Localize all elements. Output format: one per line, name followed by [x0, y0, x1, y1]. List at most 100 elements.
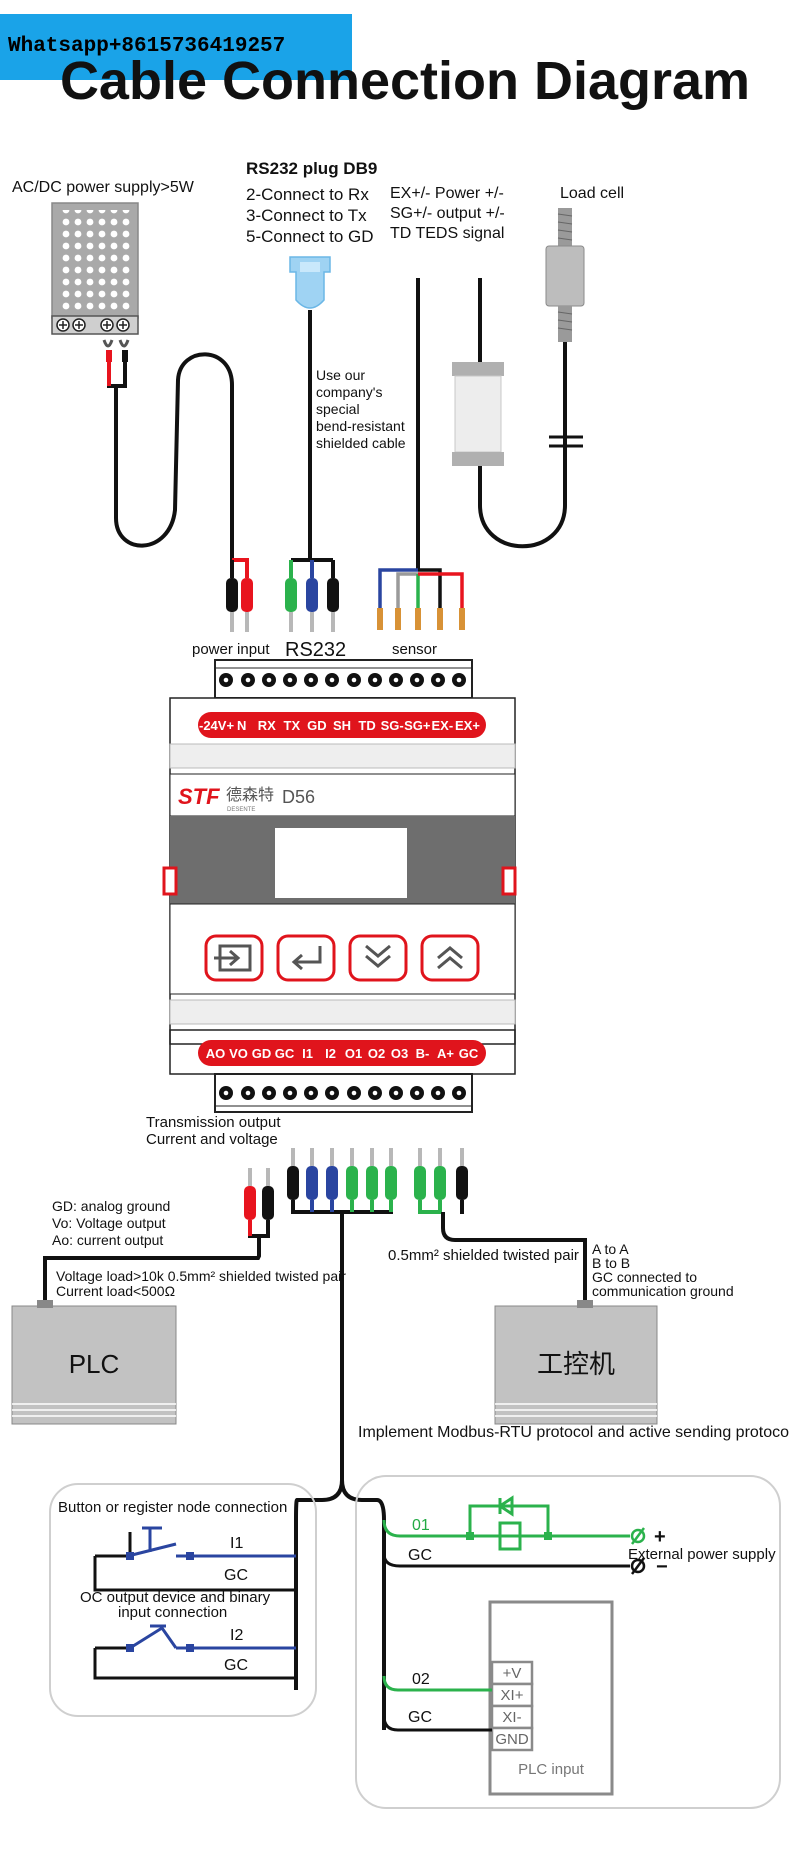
pin-label: TX: [284, 718, 301, 733]
plc-input-terminal-label: XI-: [502, 1709, 521, 1726]
enter-button[interactable]: [204, 934, 264, 982]
ferrule-pin: [438, 1148, 442, 1166]
terminal-screw-hole: [245, 677, 251, 683]
return-button[interactable]: [276, 934, 336, 982]
input-i2-label: I2: [230, 1627, 243, 1644]
cable-note-line: bend-resistant: [316, 418, 405, 434]
cable-note-line: special: [316, 401, 360, 417]
brand-name: 德森特: [226, 785, 274, 804]
pin-label: O1: [345, 1046, 362, 1061]
external-supply-label: External power supply: [628, 1546, 776, 1563]
pin-label: SG+: [404, 718, 431, 733]
ferrule-pin: [289, 612, 293, 632]
ferrule: [285, 578, 297, 612]
transmission-note-2: Current and voltage: [146, 1131, 278, 1148]
output-gc-b-label: GC: [408, 1709, 432, 1726]
cable-note-line: shielded cable: [316, 435, 406, 451]
ferrule-pin: [310, 612, 314, 632]
ipc-label: 工控机: [537, 1349, 615, 1379]
ferrule-pin: [350, 1148, 354, 1166]
whatsapp-banner: Whatsapp+8615736419257: [0, 14, 352, 80]
plus-terminal-icon: [630, 1527, 646, 1545]
power-cable: [107, 352, 249, 578]
ferrule: [327, 578, 339, 612]
pin-label: GD: [252, 1046, 272, 1061]
rs485-note-ground: communication ground: [592, 1283, 734, 1299]
ferrule: [456, 1166, 468, 1200]
terminal-screw-hole: [351, 677, 357, 683]
sensor-signal-sg: SG+/- output +/-: [390, 205, 505, 222]
cable-note-line: company's: [316, 384, 382, 400]
power-supply: AC/DC power supply>5W: [12, 179, 195, 362]
up-button[interactable]: [420, 934, 480, 982]
sensor-signal-td: TD TEDS signal: [390, 225, 504, 242]
cable-note: Use our company's special bend-resistant…: [316, 367, 406, 451]
plc-input-terminal-label: XI+: [501, 1687, 524, 1704]
terminal-screw-hole: [245, 1090, 251, 1096]
pin-label: O2: [368, 1046, 385, 1061]
rs485-note-gc: GC connected to: [592, 1269, 697, 1285]
plc-input-terminals: +V XI+ XI- GND: [490, 1660, 534, 1752]
ferrule-pin: [330, 1148, 334, 1166]
plc-input-terminal-label: +V: [503, 1665, 522, 1682]
terminal-screw-hole: [393, 677, 399, 683]
transmission-note-1: Transmission output: [146, 1114, 281, 1131]
terminal-screw-hole: [435, 1090, 441, 1096]
bottom-wire-ferrules: [244, 1148, 468, 1220]
pin-label: O3: [391, 1046, 408, 1061]
rs485-note-a: A to A: [592, 1241, 629, 1257]
output-o1-label: 01: [412, 1517, 430, 1534]
pin-label: GC: [275, 1046, 295, 1061]
ferrule: [437, 608, 443, 630]
sensor-cable: [416, 278, 583, 570]
terminal-screw-hole: [435, 677, 441, 683]
brand-sub: DESENTE: [227, 807, 255, 813]
rs485-note-b: B to B: [592, 1255, 630, 1271]
wire-ferrules: [226, 578, 465, 632]
plus-label: +: [654, 1526, 666, 1548]
pin-label: A+: [437, 1046, 454, 1061]
terminal-screw-hole: [414, 677, 420, 683]
brand-logo: STF: [178, 784, 220, 809]
terminal-screw-hole: [372, 677, 378, 683]
terminal-screw-hole: [223, 677, 229, 683]
left-clip: [162, 866, 178, 896]
pin-label: -24V+: [199, 718, 234, 733]
inputs-panel: Button or register node connection I1 GC…: [49, 1483, 317, 1717]
terminal-screw-hole: [287, 1090, 293, 1096]
ipc-box: 工控机: [494, 1300, 658, 1425]
ferrule-pin: [230, 612, 234, 632]
ferrule-pin: [460, 1148, 464, 1166]
pin-label: GD: [307, 718, 327, 733]
ferrule-pin: [389, 1148, 393, 1166]
down-button[interactable]: [348, 934, 408, 982]
rs232-cable: [289, 310, 335, 578]
plc-box: PLC: [11, 1300, 177, 1425]
cable-note-line: Use our: [316, 367, 365, 383]
pin-label: SH: [333, 718, 351, 733]
ferrule: [459, 608, 465, 630]
plc-input-label: PLC input: [518, 1761, 585, 1778]
group-label-power-input: power input: [192, 641, 270, 658]
terminal-screw-hole: [266, 1090, 272, 1096]
terminal-screw-hole: [372, 1090, 378, 1096]
ferrule: [346, 1166, 358, 1200]
ferrule-pin: [310, 1148, 314, 1166]
minus-terminal-icon: [630, 1557, 646, 1575]
terminal-screw-hole: [456, 677, 462, 683]
terminal-screw-hole: [308, 1090, 314, 1096]
ferrule-pin: [370, 1148, 374, 1166]
ferrule-pin: [248, 1168, 252, 1186]
plc-input-terminal-label: GND: [495, 1731, 529, 1748]
ferrite-core: [452, 362, 504, 466]
inputs-panel-title: Button or register node connection: [58, 1499, 287, 1516]
ferrule: [385, 1166, 397, 1200]
rs232-line-rx: 2-Connect to Rx: [246, 185, 369, 204]
input-gc1-label: GC: [224, 1567, 248, 1584]
sensor-fanout: [378, 568, 464, 610]
output-o2-label: 02: [412, 1671, 430, 1688]
ferrule-pin: [266, 1168, 270, 1186]
pin-label: I2: [325, 1046, 336, 1061]
